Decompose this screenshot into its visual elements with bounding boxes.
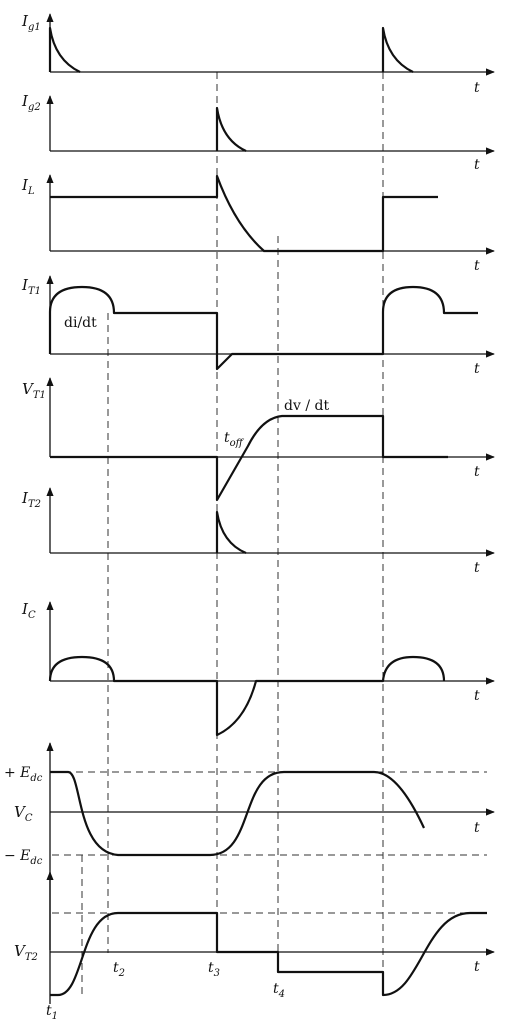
it1-waveform <box>48 285 478 371</box>
svg-text:IT2: IT2 <box>21 489 41 510</box>
panel-ig2: Ig2 t <box>21 92 495 173</box>
il-waveform <box>50 174 438 253</box>
svg-text:IC: IC <box>21 600 36 621</box>
panel-vt2: VT2 t t1 t2 t3 t4 <box>14 871 495 1022</box>
panel-it2: IT2 t <box>21 487 495 576</box>
it2-waveform <box>215 510 247 555</box>
panel-ic: IC t <box>21 600 495 737</box>
ig1-waveform <box>48 26 414 73</box>
t2-marker: t2 <box>113 960 125 979</box>
svg-text:t: t <box>474 560 480 576</box>
svg-text:VT2: VT2 <box>14 942 38 963</box>
panel-it1: IT1 di/dt t <box>21 275 495 377</box>
vt2-waveform <box>50 911 487 997</box>
svg-text:VC: VC <box>14 803 33 824</box>
svg-text:t: t <box>474 464 480 480</box>
t-off-annotation: toff <box>224 430 245 449</box>
panel-ig1: Ig1 t <box>21 12 495 96</box>
plus-edc-label: + Edc <box>4 765 43 784</box>
svg-text:t: t <box>474 361 480 377</box>
vc-waveform <box>50 770 425 857</box>
time-axis-label: t <box>474 80 480 96</box>
svg-text:Ig2: Ig2 <box>21 92 41 113</box>
t4-marker: t4 <box>273 981 285 1000</box>
panel-vc: VC + Edc − Edc t <box>4 742 495 950</box>
minus-edc-label: − Edc <box>4 848 43 867</box>
dv-dt-annotation: dv / dt <box>284 398 329 414</box>
svg-text:VT1: VT1 <box>22 380 46 401</box>
t1-marker: t1 <box>46 1003 58 1022</box>
panel-vt1: VT1 dv / dt toff t <box>22 377 495 502</box>
svg-text:IL: IL <box>21 176 35 197</box>
svg-text:t: t <box>474 157 480 173</box>
panel-il: IL t <box>21 174 495 274</box>
di-dt-annotation: di/dt <box>64 315 97 331</box>
svg-text:t: t <box>474 820 480 836</box>
svg-text:Ig1: Ig1 <box>21 12 41 33</box>
svg-text:IT1: IT1 <box>21 276 41 297</box>
vt1-waveform <box>50 414 448 502</box>
t3-marker: t3 <box>208 960 220 979</box>
svg-text:t: t <box>474 688 480 704</box>
svg-text:t: t <box>474 959 480 975</box>
ic-waveform <box>48 655 446 737</box>
ig2-waveform <box>215 106 247 152</box>
svg-text:t: t <box>474 258 480 274</box>
